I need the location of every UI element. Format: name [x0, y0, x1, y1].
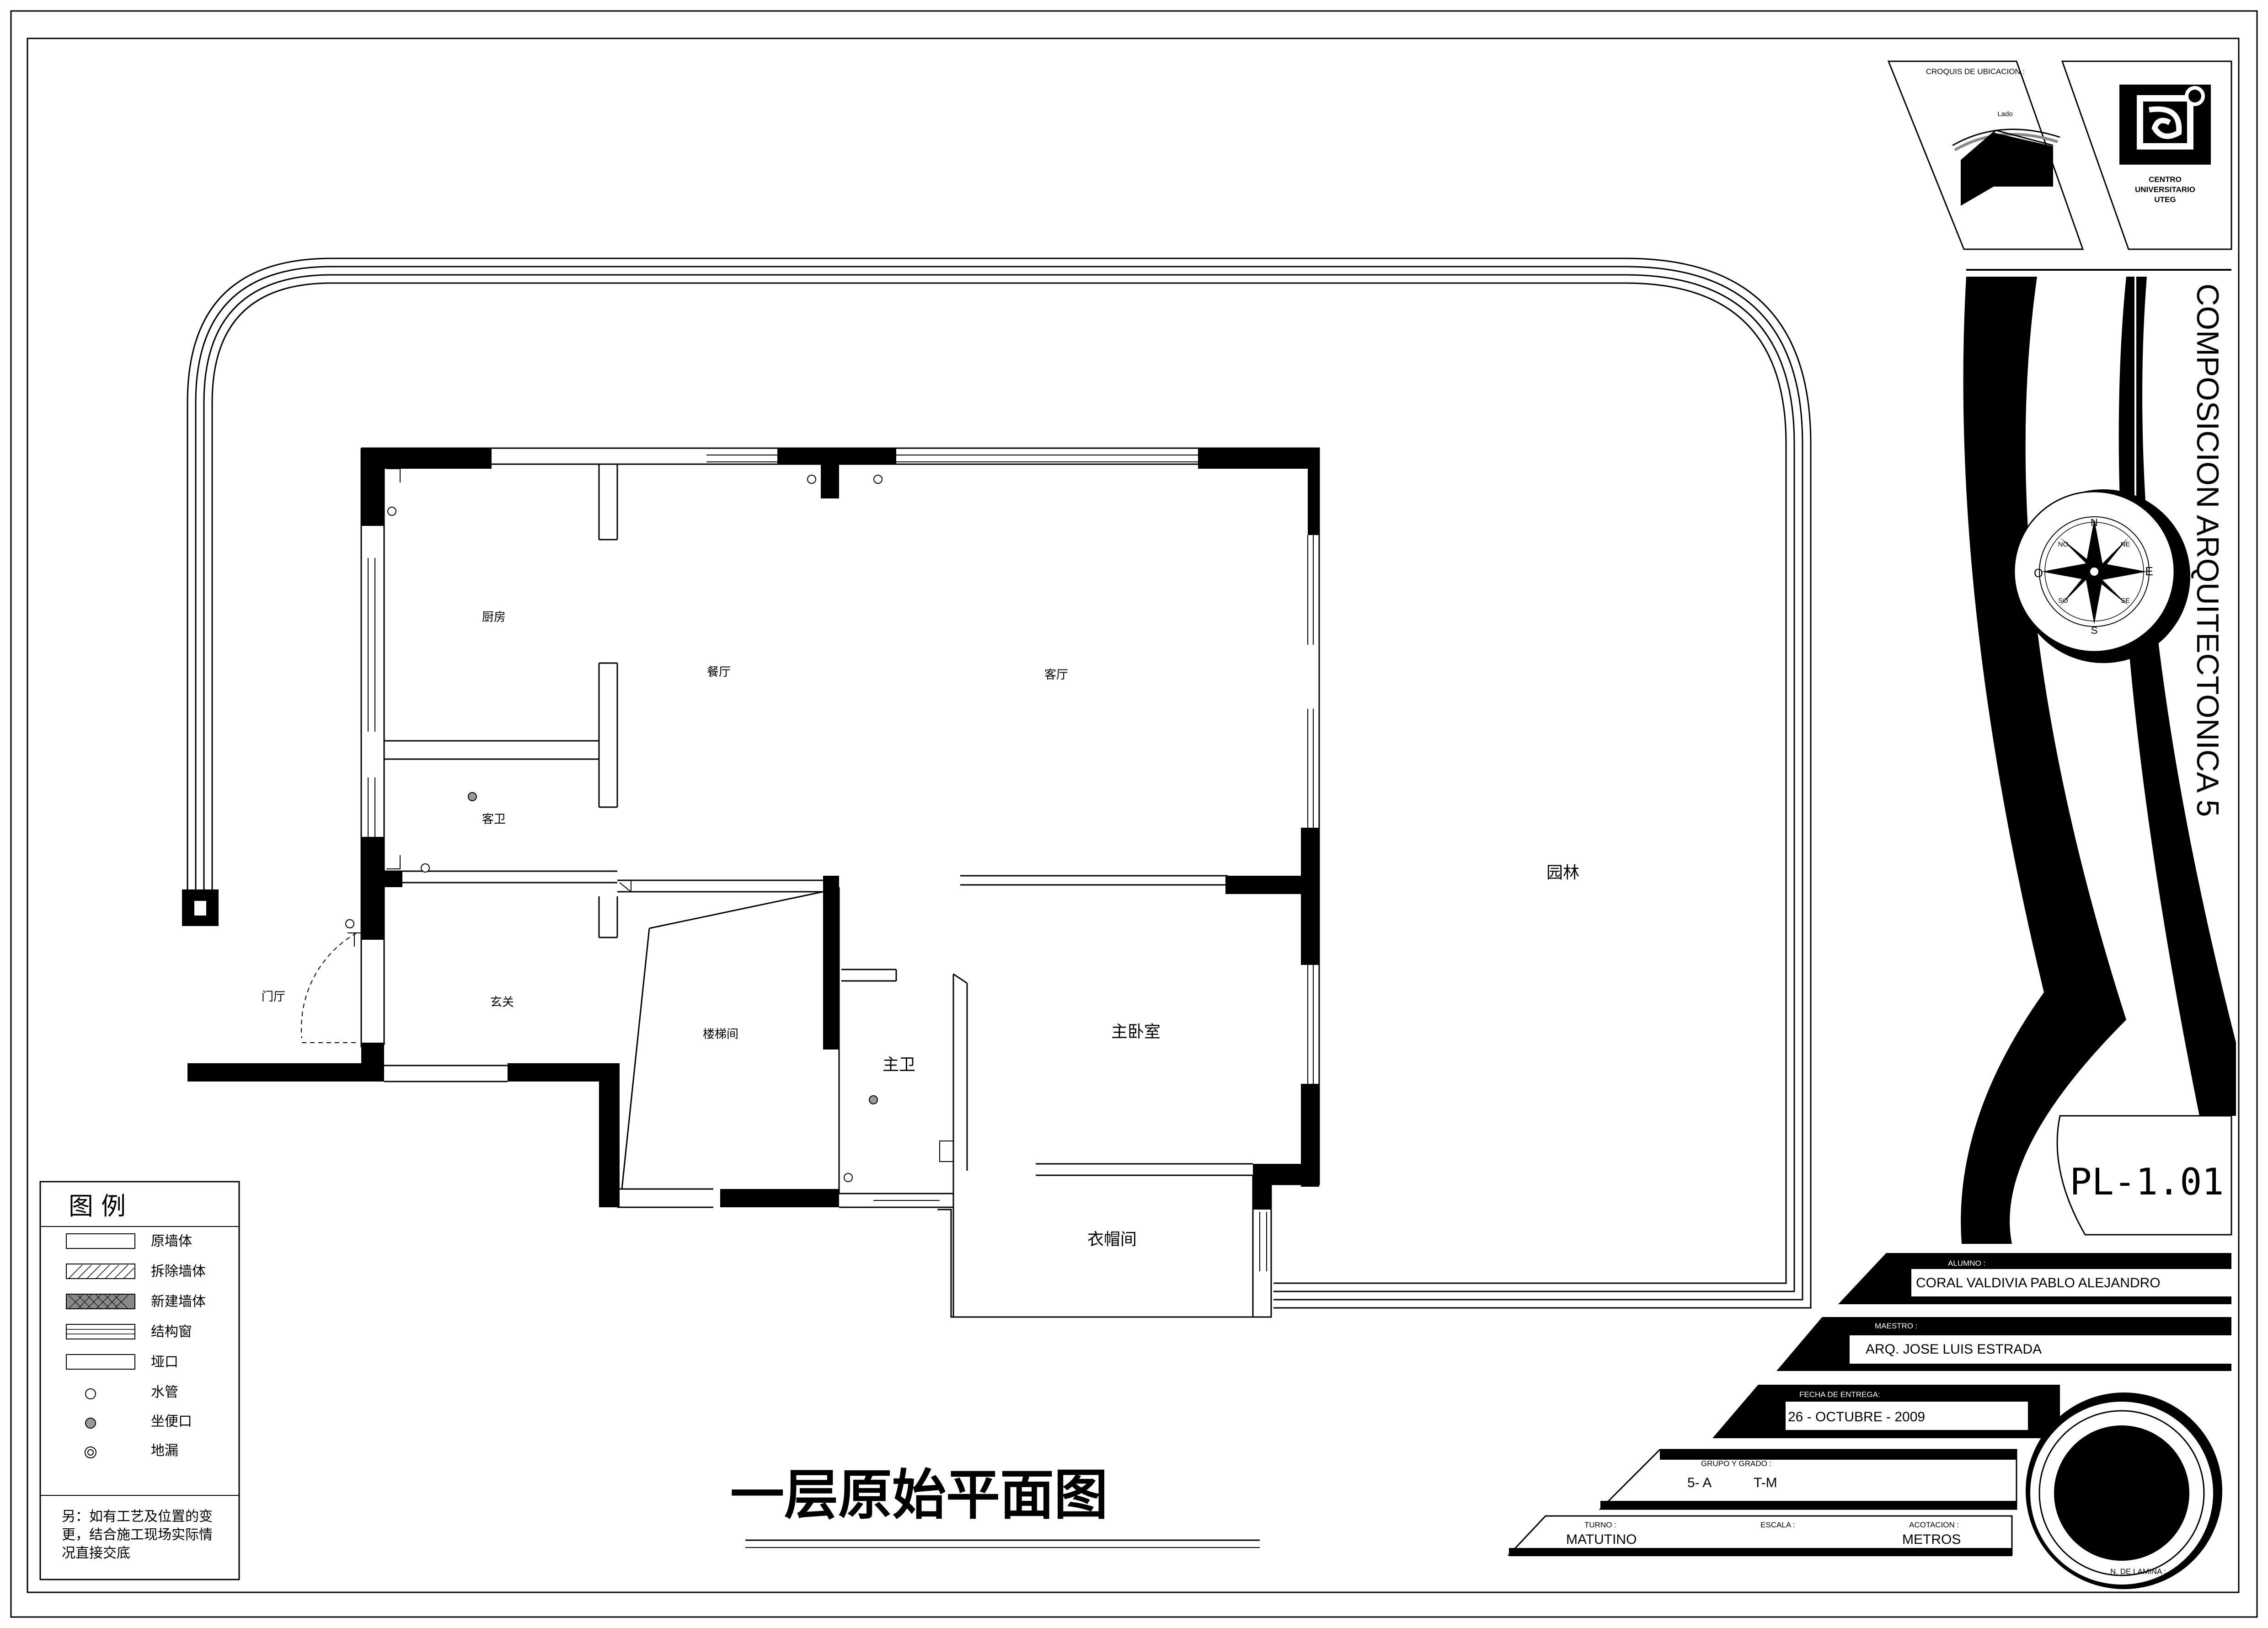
fecha-label: FECHA DE ENTREGA:	[1799, 1390, 1880, 1399]
legend-label: 水管	[151, 1384, 178, 1400]
course-title: COMPOSICION ARQUITECTONICA 5	[2190, 284, 2225, 817]
acotacion-label: ACOTACION :	[1909, 1521, 1959, 1529]
svg-text:UNIVERSITARIO: UNIVERSITARIO	[2135, 185, 2195, 194]
legend-symbol-toilet	[85, 1418, 96, 1429]
turno-code: T-M	[1754, 1475, 1777, 1490]
location-sketch: Lado	[1952, 110, 2060, 206]
room-label-master-bedroom: 主卧室	[1111, 1023, 1161, 1041]
alumno-label: ALUMNO :	[1948, 1259, 1985, 1268]
legend-note-line: 另：如有工艺及位置的变	[62, 1509, 213, 1525]
room-label-garden: 园林	[1546, 863, 1579, 882]
legend-symbol-opening	[66, 1354, 135, 1370]
boundary-post	[182, 889, 219, 926]
legend-symbol-floor-drain	[85, 1446, 96, 1458]
grupo-value: 5- A	[1687, 1475, 1712, 1490]
inner-border	[27, 37, 2240, 1593]
location-sketch-label: CROQUIS DE UBICACION :	[1926, 67, 2025, 76]
escala-label: ESCALA :	[1760, 1521, 1795, 1529]
svg-text:CENTRO: CENTRO	[2149, 175, 2182, 184]
room-label-foyer: 门厅	[262, 990, 285, 1004]
room-label-guest-bath: 客卫	[482, 813, 506, 826]
svg-text:SO: SO	[2058, 597, 2068, 605]
plumbing-fixtures	[345, 468, 954, 1182]
legend-note-line: 况直接交底	[62, 1545, 130, 1561]
title-band-outer	[1961, 277, 2126, 1244]
legend-note-line: 更，结合施工现场实际情	[62, 1527, 213, 1543]
alumno-name: CORAL VALDIVIA PABLO ALEJANDRO	[1916, 1275, 2161, 1291]
svg-text:NE: NE	[2121, 541, 2130, 548]
svg-text:E: E	[2145, 564, 2153, 578]
legend-box: 图 例 原墙体 拆除墙体 新建墙体 结构窗 垭口 水管 坐便口	[39, 1181, 240, 1580]
legend-label: 结构窗	[151, 1324, 192, 1340]
sheet-code: PL-1.01	[2070, 1161, 2224, 1203]
legend-symbol-hatch	[66, 1264, 135, 1279]
legend-label: 地漏	[151, 1443, 178, 1459]
acotacion-value: METROS	[1902, 1532, 1961, 1547]
turno-value: MATUTINO	[1566, 1532, 1637, 1547]
outer-border	[10, 10, 2258, 1618]
legend-symbol-wall	[66, 1233, 135, 1249]
uteg-logo: CENTRO UNIVERSITARIO UTEG	[2119, 85, 2211, 204]
grupo-label: GRUPO Y GRADO :	[1701, 1459, 1771, 1468]
svg-text:NO: NO	[2058, 541, 2069, 548]
turno-label: TURNO :	[1584, 1521, 1616, 1529]
garden-boundary	[187, 257, 1812, 1309]
legend-label: 拆除墙体	[151, 1264, 206, 1280]
fecha-value: 26 - OCTUBRE - 2009	[1788, 1409, 1925, 1424]
maestro-label: MAESTRO :	[1875, 1322, 1918, 1330]
building-plan: 厨房 餐厅 客厅 客卫 门厅 玄关 楼梯间 主卫 主卧室 衣帽间 园林	[187, 447, 1579, 1318]
seal-circle	[2026, 1392, 2222, 1589]
svg-text:S: S	[2091, 625, 2098, 636]
room-label-entrance: 玄关	[490, 996, 514, 1009]
legend-label: 坐便口	[151, 1414, 192, 1430]
svg-text:UTEG: UTEG	[2154, 195, 2176, 204]
room-label-dining: 餐厅	[707, 665, 731, 679]
room-label-master-bath: 主卫	[883, 1055, 915, 1074]
legend-label: 垭口	[151, 1354, 178, 1370]
svg-text:N: N	[2091, 517, 2098, 528]
legend-symbol-window	[66, 1324, 135, 1339]
legend-symbol-cross	[66, 1294, 135, 1309]
compass-rose: N S E O NE NO SE SO	[2013, 489, 2190, 663]
svg-text:O: O	[2034, 566, 2043, 580]
svg-text:Lado: Lado	[1997, 110, 2012, 118]
room-label-stairwell: 楼梯间	[703, 1028, 738, 1041]
room-label-kitchen: 厨房	[482, 610, 506, 624]
svg-text:SE: SE	[2121, 597, 2130, 605]
legend-symbol-water-pipe	[85, 1388, 96, 1399]
drawing-title: 一层原始平面图	[730, 1463, 1108, 1526]
maestro-name: ARQ. JOSE LUIS ESTRADA	[1866, 1342, 2042, 1357]
room-label-living: 客厅	[1044, 668, 1068, 682]
title-band-inner	[2118, 277, 2236, 1116]
title-block: CROQUIS DE UBICACION : Lado CENTRO UNIVE…	[1507, 60, 2236, 1589]
room-label-closet: 衣帽间	[1087, 1230, 1137, 1249]
legend-title: 图 例	[69, 1192, 126, 1221]
legend-label: 原墙体	[151, 1233, 192, 1249]
lamina-label: N. DE LAMINA :	[2110, 1567, 2166, 1576]
legend-label: 新建墙体	[151, 1294, 206, 1310]
